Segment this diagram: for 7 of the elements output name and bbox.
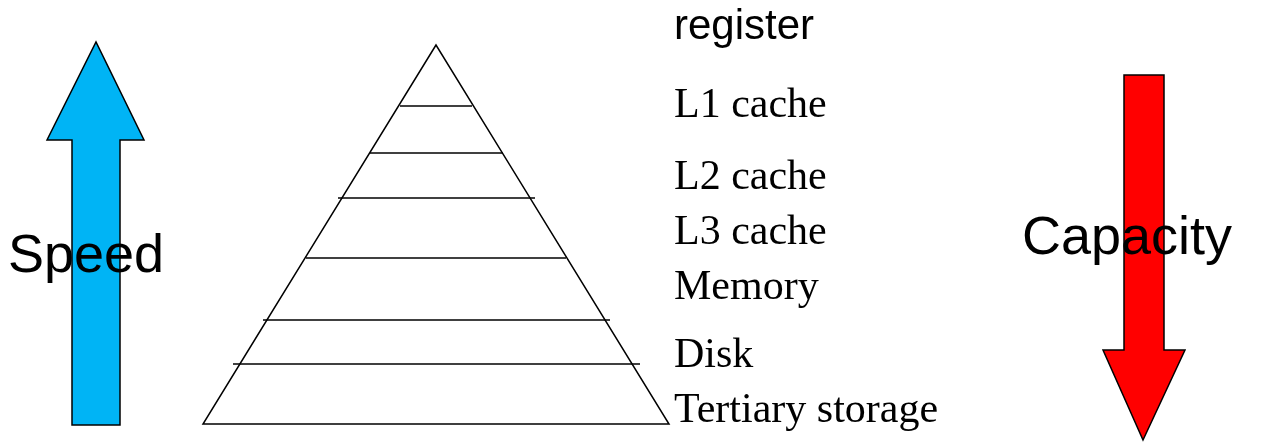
- level-label: register: [674, 4, 815, 46]
- level-label: L3 cache: [674, 209, 827, 251]
- level-label: Memory: [674, 264, 819, 306]
- level-label: L2 cache: [674, 154, 827, 196]
- level-label: Tertiary storage: [674, 387, 939, 429]
- level-label: L1 cache: [674, 82, 827, 124]
- level-label: Disk: [674, 332, 754, 374]
